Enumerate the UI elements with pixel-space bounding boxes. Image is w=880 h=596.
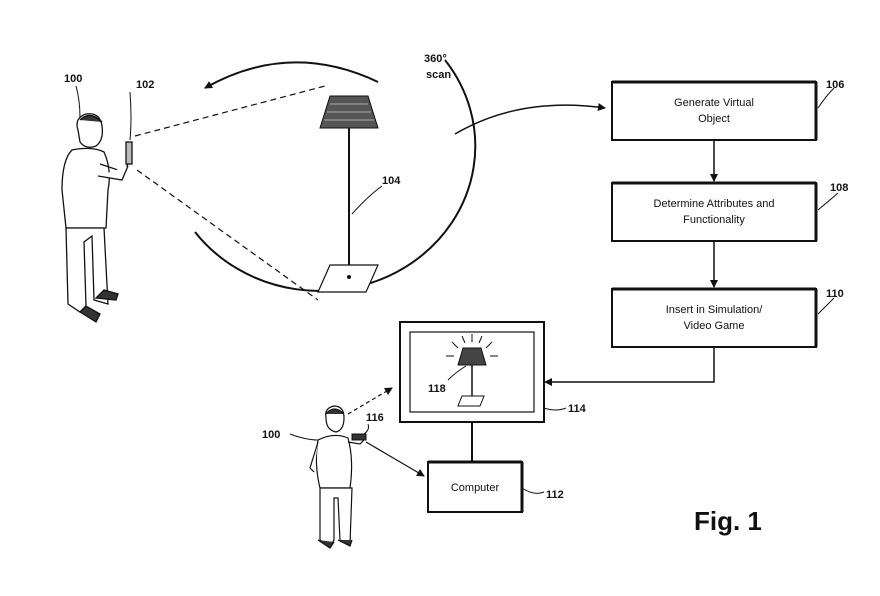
person-scanning	[61, 113, 133, 323]
scan-top-arrow	[204, 61, 379, 89]
ref-100-top: 100	[64, 73, 82, 85]
flow-arrow-to-display	[544, 347, 715, 386]
ref-108: 108	[830, 182, 848, 194]
step-box-insert: Insert in Simulation/ Video Game	[611, 287, 818, 348]
ref-116: 116	[366, 412, 384, 424]
step-box-attributes: Determine Attributes and Functionality	[611, 181, 818, 242]
virtual-lamp	[446, 334, 498, 407]
scan-view-line-bottom	[136, 169, 319, 301]
ref-106: 106	[826, 79, 844, 91]
scan-word-label: scan	[426, 69, 451, 81]
step-generate-line2: Object	[698, 113, 730, 125]
flow-arrow-scan-to-generate	[454, 103, 606, 135]
ref-100-bottom: 100	[262, 429, 280, 441]
scan-view-line-top	[134, 85, 326, 137]
step-attributes-line1: Determine Attributes and	[653, 198, 774, 210]
ref-118: 118	[428, 383, 446, 395]
game-controller-icon	[351, 433, 367, 441]
ref-102: 102	[136, 79, 154, 91]
step-generate-line1: Generate Virtual	[674, 97, 754, 109]
ref-110: 110	[826, 288, 844, 300]
step-attributes-line2: Functionality	[683, 214, 745, 226]
figure-label: Fig. 1	[694, 506, 762, 536]
computer-box: Computer	[427, 460, 524, 513]
step-insert-line1: Insert in Simulation/	[666, 304, 764, 316]
ref-114: 114	[568, 403, 587, 415]
scan-degree-label: 360°	[424, 53, 447, 65]
scan-circle-arc	[194, 59, 477, 292]
view-arrow-to-display	[347, 387, 393, 415]
ref-104: 104	[382, 175, 401, 187]
link-arrow-to-computer	[365, 441, 425, 477]
step-insert-line2: Video Game	[684, 320, 745, 332]
computer-label: Computer	[451, 482, 500, 494]
ref-112: 112	[546, 489, 564, 501]
step-box-generate: Generate Virtual Object	[611, 80, 818, 141]
person-playing	[309, 405, 365, 549]
floor-lamp	[317, 95, 379, 293]
